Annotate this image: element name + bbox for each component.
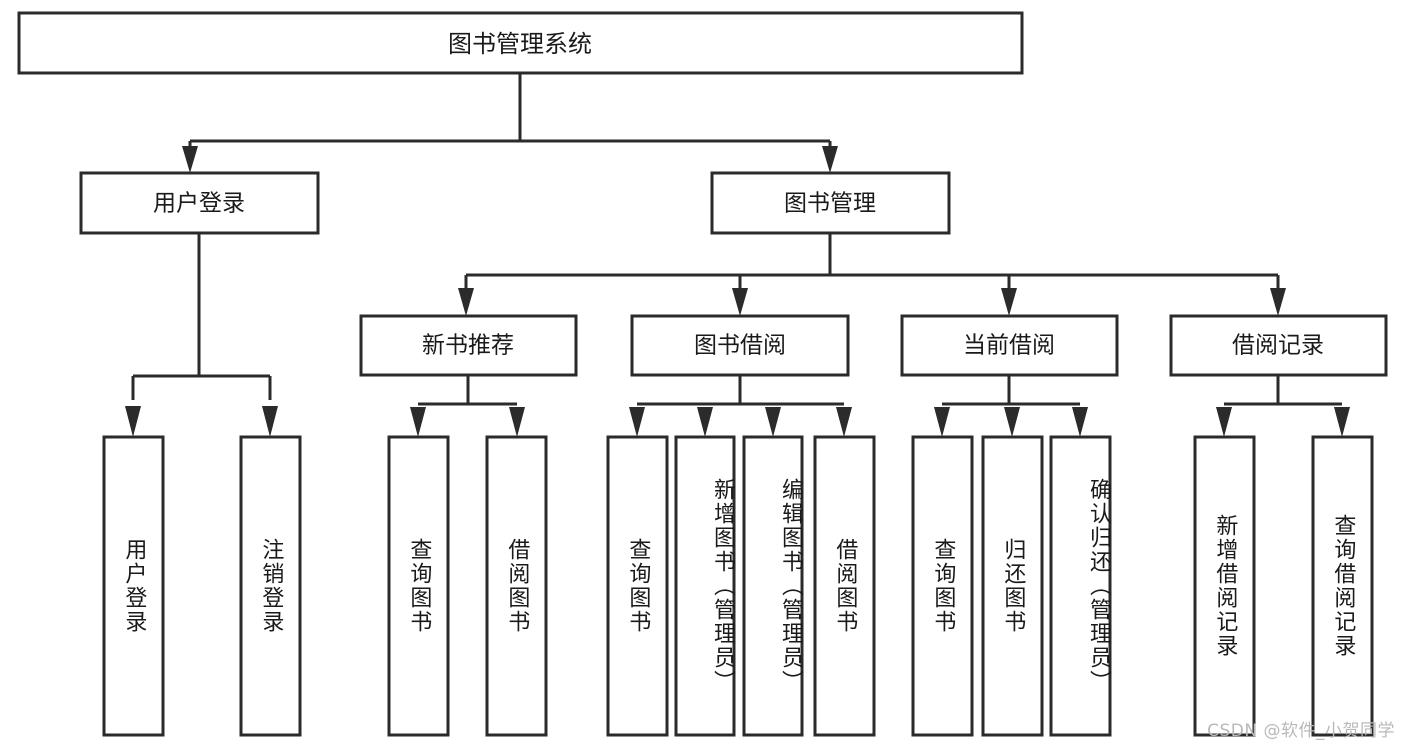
connector-userlogin-to-leaves: [125, 233, 278, 437]
leaf-currentborrow-query-book[interactable]: [911, 435, 974, 737]
node-current-borrow-label: 当前借阅: [963, 333, 1055, 359]
node-book-borrow-label: 图书借阅: [694, 333, 786, 359]
leaf-borrowrecord-add-record[interactable]: [1193, 435, 1256, 737]
connector-bookmgmt-to-level2: [458, 233, 1286, 316]
leaf-bookborrow-borrow-book[interactable]: [813, 435, 876, 737]
connector-root-to-level1: [182, 73, 838, 173]
leaf-currentborrow-confirm-return[interactable]: [1049, 435, 1112, 737]
connector-borrowrecord-to-leaves: [1216, 375, 1350, 437]
leaf-currentborrow-return-book[interactable]: [981, 435, 1044, 737]
node-book-borrow[interactable]: 图书借阅: [630, 314, 850, 377]
leaf-newbook-borrow-book[interactable]: [485, 435, 548, 737]
leaf-newbook-query-book[interactable]: [387, 435, 450, 737]
node-user-login[interactable]: 用户登录: [79, 171, 320, 235]
connector-currentborrow-to-leaves: [934, 375, 1088, 437]
leaf-bookborrow-add-book[interactable]: [674, 435, 736, 737]
connector-newbook-to-leaves: [410, 375, 525, 437]
node-root-system-label: 图书管理系统: [448, 30, 592, 58]
node-borrow-record[interactable]: 借阅记录: [1169, 314, 1388, 377]
node-root-system[interactable]: 图书管理系统: [17, 11, 1024, 75]
node-book-management-label: 图书管理: [784, 191, 876, 217]
node-current-borrow[interactable]: 当前借阅: [900, 314, 1119, 377]
connector-bookborrow-to-leaves: [629, 375, 852, 437]
node-user-login-label: 用户登录: [153, 191, 245, 217]
leaf-bookborrow-query-book[interactable]: [606, 435, 669, 737]
leaf-user-login-login[interactable]: [102, 435, 165, 737]
node-borrow-record-label: 借阅记录: [1232, 333, 1324, 359]
node-new-book-recommend[interactable]: 新书推荐: [359, 314, 578, 377]
node-book-management[interactable]: 图书管理: [710, 171, 951, 235]
node-new-book-recommend-label: 新书推荐: [422, 333, 514, 359]
leaf-borrowrecord-query-record[interactable]: [1311, 435, 1374, 737]
leaf-bookborrow-edit-book[interactable]: [742, 435, 804, 737]
leaf-user-login-logout[interactable]: [239, 435, 302, 737]
